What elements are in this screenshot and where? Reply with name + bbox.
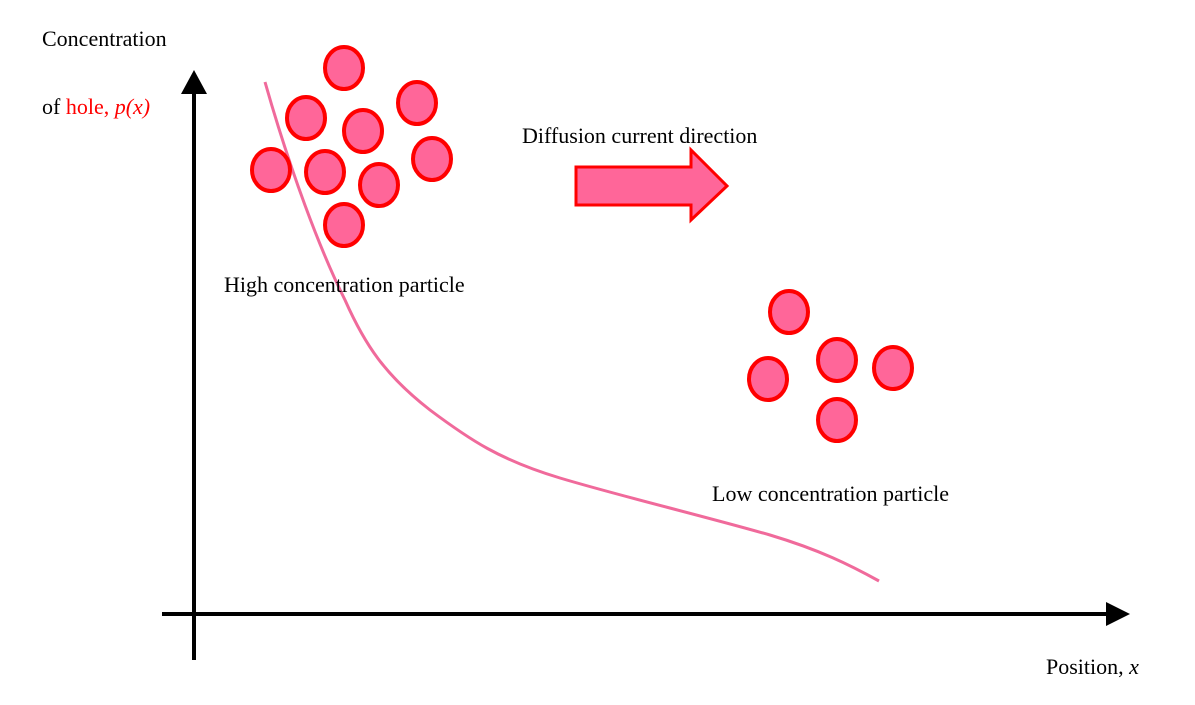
x-axis-label-var: x	[1129, 654, 1139, 679]
hole-particle	[816, 337, 858, 383]
x-axis-label: Position, x	[1046, 656, 1139, 678]
y-axis-label-line2: of hole, p(x)	[42, 96, 150, 118]
hole-particle	[323, 45, 365, 91]
x-axis-label-prefix: Position,	[1046, 654, 1130, 679]
hole-particle	[411, 136, 453, 182]
hole-particle	[304, 149, 346, 195]
low-concentration-label: Low concentration particle	[712, 481, 950, 506]
y-axis-label-line1: Concentration	[42, 26, 167, 51]
axes	[162, 70, 1130, 660]
hole-particle	[816, 397, 858, 443]
y-axis-label-hole: hole,	[65, 94, 115, 119]
hole-particle	[872, 345, 914, 391]
hole-particle	[285, 95, 327, 141]
high-concentration-particles	[250, 45, 453, 248]
low-concentration-particles	[747, 289, 914, 443]
concentration-curve	[263, 81, 880, 583]
hole-particle	[396, 80, 438, 126]
y-axis-label-prefix: of	[42, 94, 66, 119]
high-concentration-label: High concentration particle	[224, 272, 465, 297]
x-axis-arrowhead-icon	[1106, 602, 1130, 626]
hole-particle	[358, 162, 400, 208]
arrow-label: Diffusion current direction	[522, 123, 758, 148]
y-axis-label-var: p(x)	[114, 94, 151, 119]
hole-particle	[768, 289, 810, 335]
hole-particle	[342, 108, 384, 154]
hole-particle	[323, 202, 365, 248]
hole-particle	[747, 356, 789, 402]
diffusion-direction-arrow-icon	[574, 146, 730, 224]
hole-particle	[250, 147, 292, 193]
y-axis-arrowhead-icon	[181, 70, 207, 94]
